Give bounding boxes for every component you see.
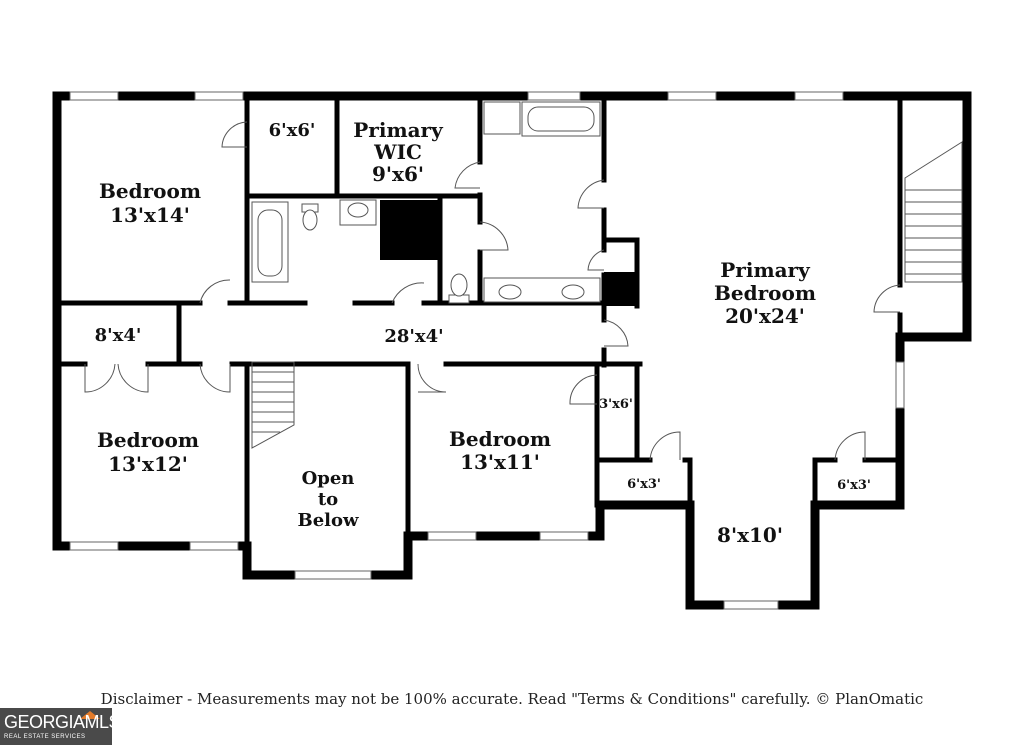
- door-swings: [84, 121, 901, 461]
- room-size-closet-3x6: 3'x6': [599, 397, 633, 412]
- room-size-closet-6x3-right: 6'x3': [837, 478, 871, 493]
- room-name-primary-bedroom-2: Bedroom: [714, 281, 816, 305]
- room-size-closet-6x3-left: 6'x3': [627, 477, 661, 492]
- room-name-bedroom-nw: Bedroom: [99, 179, 201, 203]
- roof-icon: [80, 711, 100, 719]
- exterior-walls: [52, 91, 972, 610]
- room-size-bay: 8'x10': [717, 523, 783, 547]
- stairs-hall: [251, 361, 295, 449]
- room-name-bedroom-sw: Bedroom: [97, 428, 199, 452]
- room-size-bedroom-sw: 13'x12': [108, 452, 188, 476]
- room-name-bedroom-s: Bedroom: [449, 427, 551, 451]
- room-name-primary-wic-2: WIC: [373, 140, 422, 164]
- open-below-line-2: to: [318, 489, 338, 510]
- logo-name: GEORGIAMLS: [4, 712, 121, 732]
- stairs-east: [904, 141, 963, 283]
- room-name-primary-bedroom-1: Primary: [720, 258, 811, 282]
- floor-plan: Bedroom 13'x14' 6'x6' Primary WIC 9'x6' …: [52, 91, 972, 610]
- logo-tagline: REAL ESTATE SERVICES: [4, 734, 86, 740]
- georgia-mls-logo: GEORGIAMLS REAL ESTATE SERVICES: [0, 708, 121, 745]
- chase-blocks: [380, 200, 638, 306]
- room-size-primary-bedroom: 20'x24': [725, 304, 805, 328]
- bath-fixtures: [251, 101, 601, 304]
- room-size-hall: 28'x4': [384, 326, 443, 347]
- room-size-primary-wic: 9'x6': [372, 162, 424, 186]
- open-below-line-1: Open: [302, 468, 355, 489]
- open-below-line-3: Below: [297, 510, 359, 531]
- room-size-bedroom-s: 13'x11': [460, 450, 540, 474]
- room-size-closet-8x4: 8'x4': [95, 325, 142, 346]
- room-size-closet-6x6: 6'x6': [269, 120, 316, 141]
- room-size-bedroom-nw: 13'x14': [110, 203, 190, 227]
- room-name-primary-wic-1: Primary: [353, 118, 444, 142]
- windows: [69, 91, 905, 610]
- disclaimer-text: Disclaimer - Measurements may not be 100…: [100, 690, 924, 708]
